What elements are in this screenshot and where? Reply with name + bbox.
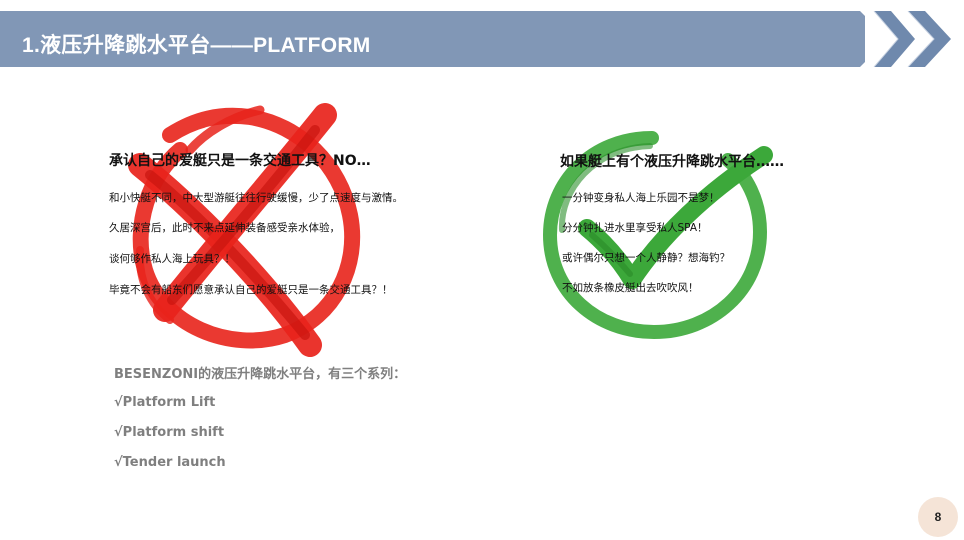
right-line-3: 或许偶尔只想一个人静静？想海钓？	[562, 252, 730, 264]
series-item-tender-launch: √Tender launch	[114, 455, 226, 470]
right-line-4: 不如放条橡皮艇出去吹吹风！	[562, 282, 699, 294]
red-cross-mark-icon	[128, 103, 361, 357]
left-line-3: 谈何够作私人海上玩具？！	[109, 253, 235, 265]
left-line-4: 毕竟不会有船东们愿意承认自己的爱艇只是一条交通工具？！	[109, 284, 393, 296]
left-line-2: 久居深宫后，此时不来点延伸装备感受亲水体验，	[109, 222, 340, 234]
left-line-1: 和小快艇不同，中大型游艇往往行驶缓慢，少了点速度与激情。	[109, 192, 403, 204]
header-bar	[0, 11, 865, 67]
page-number-badge: 8	[918, 497, 958, 537]
slide-title: 1.液压升降跳水平台——PLATFORM	[22, 34, 371, 57]
green-check-mark-icon	[542, 131, 773, 340]
series-item-platform-shift: √Platform shift	[114, 425, 225, 440]
page-number: 8	[934, 510, 942, 524]
right-line-2: 分分钟扎进水里享受私人SPA！	[562, 222, 708, 234]
double-chevron-right-icon	[873, 11, 951, 67]
series-item-platform-lift: √Platform Lift	[114, 395, 216, 410]
left-heading: 承认自己的爱艇只是一条交通工具？NO…	[109, 153, 371, 169]
right-heading: 如果艇上有个液压升降跳水平台……	[560, 154, 784, 170]
series-intro: BESENZONI的液压升降跳水平台，有三个系列：	[114, 367, 407, 382]
right-line-1: 一分钟变身私人海上乐园不是梦！	[562, 192, 720, 204]
